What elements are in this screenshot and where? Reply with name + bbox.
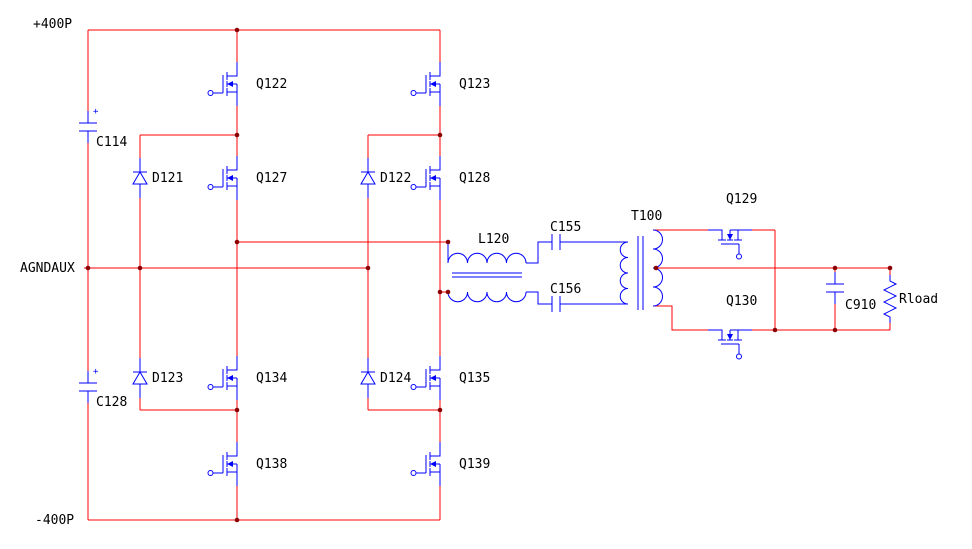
wire: [526, 241, 542, 264]
polarity-plus-c114: +: [93, 107, 99, 117]
mosfet-q134[interactable]: [207, 355, 238, 401]
mosfet-q128[interactable]: [410, 155, 441, 201]
wires: [84, 29, 891, 521]
mosfet-q138[interactable]: [207, 441, 238, 487]
label-d124[interactable]: D124: [380, 371, 411, 386]
tank-connectors: [526, 241, 628, 305]
capacitor-c156[interactable]: [541, 295, 571, 313]
diode-d123[interactable]: [132, 357, 148, 399]
wire-clamp-d124: [367, 398, 440, 411]
junction-dot: [832, 265, 838, 271]
transformer-core: [637, 236, 644, 310]
inductor-l120[interactable]: [447, 242, 527, 303]
mosfet-q130[interactable]: [707, 329, 753, 360]
wire-clamp-d122: [367, 134, 440, 158]
label-q139[interactable]: Q139: [459, 457, 490, 472]
transformer-t100[interactable]: [619, 229, 663, 310]
junction-dots: [85, 27, 893, 523]
label-d121[interactable]: D121: [152, 171, 183, 186]
junction-dot: [437, 289, 443, 295]
junction-dot: [234, 407, 240, 413]
junction-dot: [772, 327, 778, 333]
junction-dot: [234, 132, 240, 138]
net-label-negative-rail[interactable]: -400P: [35, 513, 74, 528]
label-q122[interactable]: Q122: [256, 77, 287, 92]
label-d122[interactable]: D122: [380, 171, 411, 186]
labels: +400P -400P AGNDAUX C114 C128 D121 D122 …: [20, 17, 938, 528]
capacitor-c910[interactable]: [825, 271, 845, 305]
inductor-core: [452, 272, 522, 278]
components: [78, 61, 897, 487]
junction-dot: [653, 265, 659, 271]
label-d123[interactable]: D123: [152, 371, 183, 386]
label-q129[interactable]: Q129: [726, 192, 757, 207]
inductor-winding-lower: [447, 291, 527, 303]
net-label-positive-rail[interactable]: +400P: [33, 17, 72, 32]
label-rload[interactable]: Rload: [899, 292, 938, 307]
junction-dot: [234, 239, 240, 245]
mosfet-q123[interactable]: [410, 61, 441, 107]
wire-clamp-d123: [139, 398, 237, 411]
wire-clamp-d121: [139, 134, 237, 158]
mosfet-q139[interactable]: [410, 441, 441, 487]
label-c114[interactable]: C114: [96, 135, 127, 150]
mosfet-q127[interactable]: [207, 155, 238, 201]
label-c155[interactable]: C155: [550, 220, 581, 235]
junction-dot: [445, 289, 451, 295]
transformer-primary: [619, 241, 629, 305]
junction-dot: [234, 27, 240, 33]
label-t100[interactable]: T100: [631, 209, 662, 224]
capacitor-c155[interactable]: [541, 233, 571, 251]
label-c156[interactable]: C156: [550, 282, 581, 297]
diode-d121[interactable]: [132, 157, 148, 199]
label-q127[interactable]: Q127: [256, 171, 287, 186]
label-c128[interactable]: C128: [96, 395, 127, 410]
resistor-rload[interactable]: [883, 274, 897, 324]
polarity-plus-c128: +: [93, 367, 99, 377]
junction-dot: [365, 265, 371, 271]
label-q134[interactable]: Q134: [256, 371, 287, 386]
wire: [526, 291, 542, 305]
diode-d122[interactable]: [360, 157, 376, 199]
junction-dot: [85, 265, 91, 271]
junction-dot: [137, 265, 143, 271]
junction-dot: [832, 327, 838, 333]
mosfet-q122[interactable]: [207, 61, 238, 107]
wire: [653, 305, 708, 331]
label-q138[interactable]: Q138: [256, 457, 287, 472]
mosfet-q135[interactable]: [410, 355, 441, 401]
mosfet-q129[interactable]: [707, 229, 753, 260]
label-q135[interactable]: Q135: [459, 371, 490, 386]
inductor-winding-upper: [447, 252, 527, 264]
junction-dot: [437, 132, 443, 138]
junction-dot: [445, 239, 451, 245]
junction-dot: [234, 517, 240, 523]
diode-d124[interactable]: [360, 357, 376, 399]
label-q128[interactable]: Q128: [459, 171, 490, 186]
transformer-secondary: [652, 229, 663, 307]
label-c910[interactable]: C910: [845, 298, 876, 313]
junction-dot: [437, 407, 443, 413]
label-l120[interactable]: L120: [478, 232, 509, 247]
label-q130[interactable]: Q130: [726, 294, 757, 309]
junction-dot: [887, 265, 893, 271]
net-label-agnd[interactable]: AGNDAUX: [20, 261, 75, 276]
label-q123[interactable]: Q123: [459, 77, 490, 92]
